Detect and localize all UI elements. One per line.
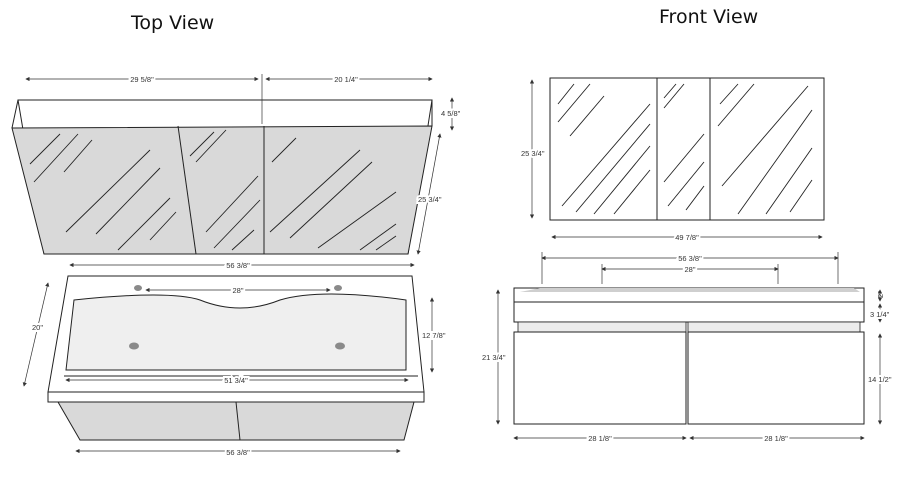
dim-drawer-left-width: 28 1/8" bbox=[588, 434, 612, 443]
front-view-vanity: 56 3/8" 28" 2" 3 1/4" 14 1/2" 21 3/4" 28… bbox=[480, 252, 894, 445]
dim-mirror-left-width: 29 5/8" bbox=[130, 75, 154, 84]
dim-vanity-depth: 20" bbox=[32, 323, 43, 332]
top-view-vanity: 56 3/8" 28" 20" 12 7/8" 51 3/4" 56 3/8" bbox=[22, 259, 448, 459]
dim-front-vanity-width: 56 3/8" bbox=[678, 254, 702, 263]
mirror-reflection-lines bbox=[29, 129, 397, 251]
dim-faucet-spacing: 28" bbox=[232, 286, 243, 295]
top-view-title: Top View bbox=[131, 12, 215, 34]
faucet-hole-icon bbox=[134, 285, 142, 291]
dim-basin-width: 51 3/4" bbox=[224, 376, 248, 385]
dim-total-height: 21 3/4" bbox=[482, 353, 506, 362]
front-view-mirror-cabinet: 25 3/4" 49 7/8" bbox=[519, 77, 825, 244]
top-view-mirror-cabinet: 29 5/8" 20 1/4" 4 5/8" 25 3/4" bbox=[11, 73, 463, 255]
dim-mirror-right-width: 20 1/4" bbox=[334, 75, 358, 84]
faucet-hole-icon bbox=[334, 285, 342, 291]
dim-vanity-width: 56 3/8" bbox=[226, 261, 250, 270]
dim-front-mirror-width: 49 7/8" bbox=[675, 233, 699, 242]
dim-basin-depth: 12 7/8" bbox=[422, 331, 446, 340]
dim-drawer-right-width: 28 1/8" bbox=[764, 434, 788, 443]
dim-top-thickness: 2" bbox=[876, 291, 885, 298]
drain-icon bbox=[129, 342, 139, 350]
dim-band-height: 3 1/4" bbox=[870, 310, 890, 319]
front-mirror-reflection-lines bbox=[557, 83, 813, 215]
dim-mirror-depth: 4 5/8" bbox=[441, 109, 461, 118]
front-view-title: Front View bbox=[659, 6, 759, 28]
drain-icon bbox=[335, 342, 345, 350]
dim-front-faucet-spacing: 28" bbox=[684, 265, 695, 274]
dim-mirror-height: 25 3/4" bbox=[418, 195, 442, 204]
dim-base-width: 56 3/8" bbox=[226, 448, 250, 457]
dim-drawer-height: 14 1/2" bbox=[868, 375, 892, 384]
dim-front-mirror-height: 25 3/4" bbox=[521, 149, 545, 158]
